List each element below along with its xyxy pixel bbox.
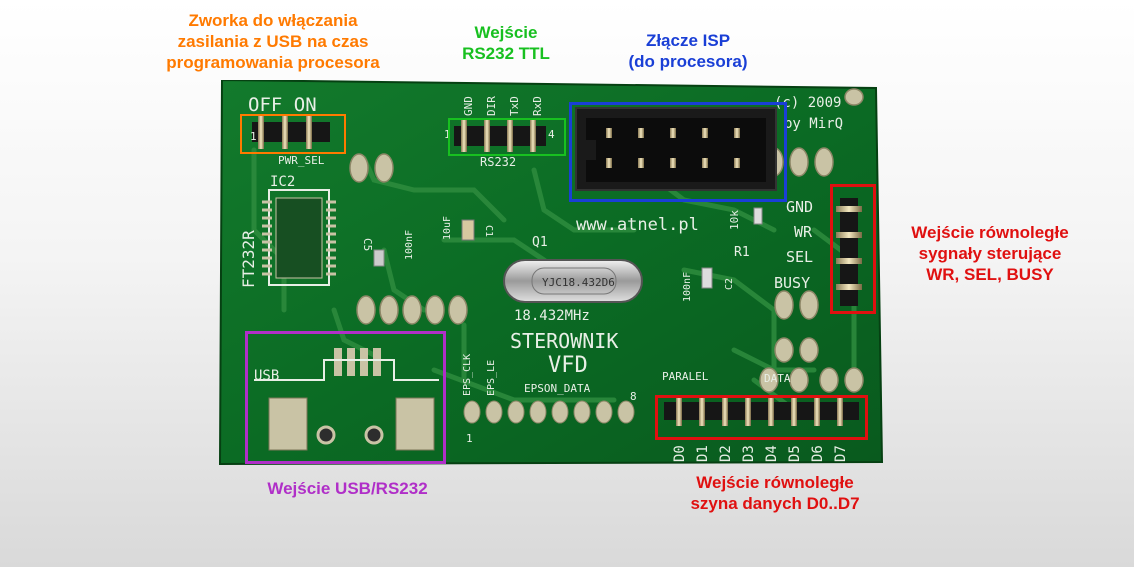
annotation-line: Wejście równoległe: [696, 473, 854, 492]
r1-value-label: 10k: [728, 210, 741, 230]
usb-annotation: Wejście USB/RS232: [225, 478, 470, 499]
crystal-frequency-label: 18.432MHz: [514, 308, 590, 324]
c2-label: C2: [724, 278, 735, 290]
rs232-ttl-annotation: Wejście RS232 TTL: [440, 22, 572, 64]
isp-highlight: [569, 102, 787, 202]
annotation-line: zasilania z USB na czas: [177, 32, 369, 51]
data-pin-d7: D7: [833, 445, 849, 462]
crystal-marking: YJC18.432D6: [542, 276, 615, 289]
annotation-line: RS232 TTL: [462, 44, 550, 63]
data-pin-d3: D3: [741, 445, 757, 462]
data-pin-d6: D6: [810, 445, 826, 462]
annotation-line: programowania procesora: [166, 53, 380, 72]
website-label: www.atnel.pl: [576, 215, 699, 235]
ft232r-label: FT232R: [239, 230, 258, 288]
control-signals-header: [836, 198, 862, 306]
rs232-pin-gnd: GND: [462, 96, 475, 116]
parallel-data-annotation: Wejście równoległe szyna danych D0..D7: [640, 472, 910, 514]
control-label-busy: BUSY: [774, 274, 810, 292]
crystal-q1: [503, 259, 643, 303]
ic2-label: IC2: [270, 174, 295, 190]
rs232-label: RS232: [480, 155, 516, 169]
power-jumper-highlight: [240, 114, 346, 154]
data-header-highlight: [655, 395, 868, 440]
data-pin-d5: D5: [787, 445, 803, 462]
annotation-line: Zworka do włączania: [188, 11, 358, 30]
c5-value-label: 100nF: [404, 230, 415, 260]
data-pin-d4: D4: [764, 445, 780, 462]
annotation-line: (do procesora): [628, 52, 748, 71]
paralel-label: PARALEL: [662, 370, 709, 383]
author-label: by MirQ: [784, 116, 843, 132]
c2-value-label: 100nF: [682, 272, 693, 302]
annotation-line: sygnały sterujące: [918, 244, 1062, 263]
annotation-line: szyna danych D0..D7: [690, 494, 860, 513]
pcb-board: OFF ON 1 PWR_SEL IC2 FT232R C5 100nF 10u…: [218, 80, 884, 465]
usb-label: USB: [254, 368, 279, 384]
annotation-line: WR, SEL, BUSY: [926, 265, 1054, 284]
usb-footprint: [254, 348, 439, 451]
rs232-header: [454, 118, 546, 152]
ft232r-chip-footprint: [262, 189, 336, 286]
annotation-line: Złącze ISP: [645, 31, 731, 50]
control-header-highlight: [830, 184, 876, 314]
c1-value-label: 10uF: [442, 216, 453, 240]
annotation-line: Wejście: [474, 23, 538, 42]
control-label-gnd: GND: [786, 198, 813, 216]
eps-clk-label: EPS_CLK: [462, 354, 473, 396]
pwr-sel-label: PWR_SEL: [278, 154, 325, 167]
rs232-pin-rxd: RxD: [531, 96, 544, 116]
r1-label: R1: [734, 245, 750, 260]
control-label-sel: SEL: [786, 248, 813, 266]
eps-le-label: EPS_LE: [486, 360, 497, 396]
title-line-1: STEROWNIK: [510, 329, 618, 353]
rs232-pin-txd: TxD: [508, 96, 521, 116]
off-on-label: OFF ON: [248, 94, 317, 116]
rs232-pin-dir: DIR: [485, 96, 498, 116]
copyright-label: (c) 2009: [774, 95, 841, 111]
epson-data-label: EPSON_DATA: [524, 382, 591, 395]
power-jumper-header: [252, 115, 330, 149]
data-pin-d1: D1: [695, 445, 711, 462]
jumper-pin1-label: 1: [250, 130, 257, 143]
c5-label: C5: [361, 238, 374, 251]
data-pin-d0: D0: [672, 445, 688, 462]
epson-data-pads: [463, 400, 635, 424]
usb-highlight: [245, 331, 446, 464]
smd-components: [373, 207, 763, 289]
data-label: DATA: [764, 372, 791, 385]
title-line-2: VFD: [548, 353, 588, 378]
rs232-highlight: [448, 118, 566, 156]
isp-annotation: Złącze ISP (do procesora): [598, 30, 778, 72]
rs232-pin-start: 1: [444, 128, 451, 141]
c1-label: C1: [483, 225, 494, 237]
parallel-control-annotation: Wejście równoległe sygnały sterujące WR,…: [880, 222, 1100, 285]
data-pin-d2: D2: [718, 445, 734, 462]
power-jumper-annotation: Zworka do włączania zasilania z USB na c…: [128, 10, 418, 73]
isp-connector: [575, 107, 777, 191]
annotation-line: Wejście równoległe: [911, 223, 1069, 242]
q1-label: Q1: [532, 235, 548, 250]
parallel-data-header: [664, 398, 859, 426]
epson-pin-end: 8: [630, 390, 637, 403]
control-label-wr: WR: [794, 223, 813, 241]
epson-pin-start: 1: [466, 432, 473, 445]
annotation-line: Wejście USB/RS232: [267, 479, 428, 498]
rs232-pin-end: 4: [548, 128, 555, 141]
